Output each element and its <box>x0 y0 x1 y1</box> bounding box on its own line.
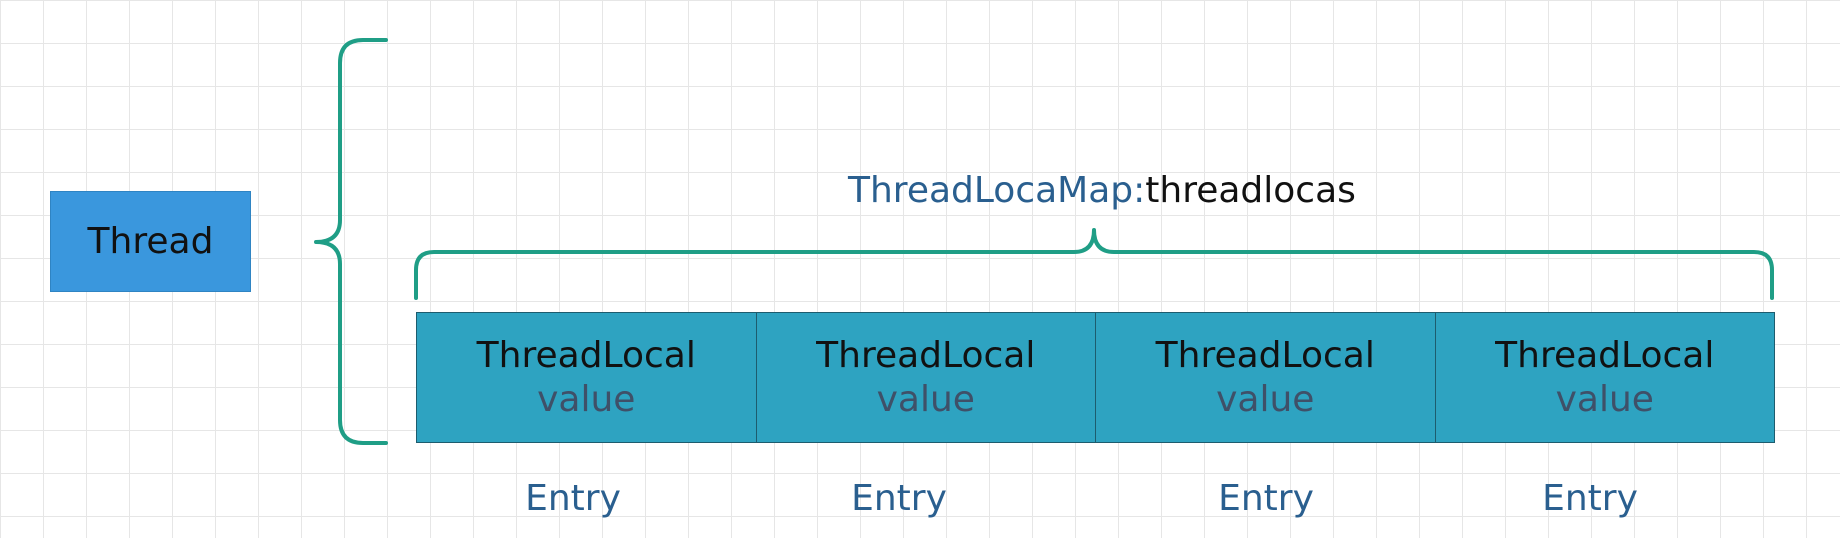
map-type-label: ThreadLocaMap: <box>848 170 1146 211</box>
entry-table: ThreadLocal value ThreadLocal value Thre… <box>416 312 1775 443</box>
thread-label: Thread <box>87 221 214 262</box>
entry-key: ThreadLocal <box>1155 334 1375 376</box>
thread-node: Thread <box>50 191 251 292</box>
entry-cell: ThreadLocal value <box>1096 313 1436 442</box>
entry-label: Entry <box>1542 478 1638 519</box>
entry-cell: ThreadLocal value <box>417 313 757 442</box>
thread-brace <box>314 38 388 445</box>
entry-label: Entry <box>851 478 947 519</box>
entry-cell: ThreadLocal value <box>1435 313 1774 442</box>
entry-key: ThreadLocal <box>476 334 696 376</box>
entry-cell: ThreadLocal value <box>756 313 1096 442</box>
map-brace <box>414 228 1774 300</box>
entry-value: value <box>537 378 636 420</box>
map-field-name: threadlocas <box>1145 170 1356 211</box>
entry-key: ThreadLocal <box>1495 334 1715 376</box>
map-title: ThreadLocaMap:threadlocas <box>848 164 1356 218</box>
entry-value: value <box>1555 378 1654 420</box>
entry-label: Entry <box>525 478 621 519</box>
entry-label: Entry <box>1218 478 1314 519</box>
entry-key: ThreadLocal <box>816 334 1036 376</box>
entry-value: value <box>876 378 975 420</box>
entry-value: value <box>1216 378 1315 420</box>
